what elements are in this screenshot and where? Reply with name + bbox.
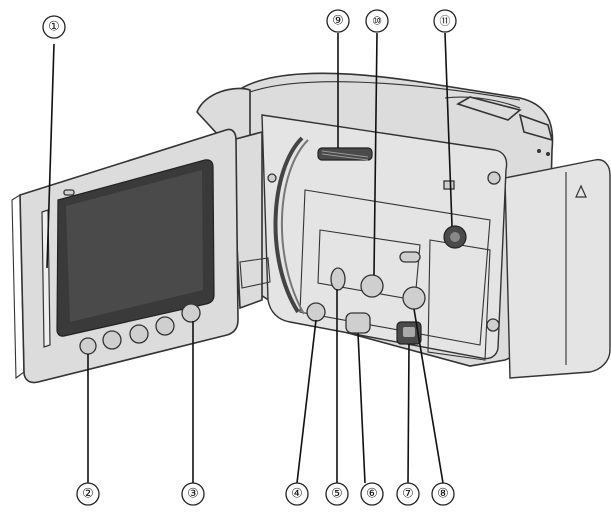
svg-text:⑩: ⑩ bbox=[372, 15, 382, 28]
lcd-button-4[interactable] bbox=[181, 303, 201, 323]
lcd-monitor bbox=[11, 128, 239, 384]
button-10[interactable] bbox=[360, 274, 384, 298]
callout-7: ⑦ bbox=[396, 482, 420, 506]
callout-11: ⑪ bbox=[433, 9, 457, 33]
svg-text:③: ③ bbox=[187, 487, 199, 502]
button-8[interactable] bbox=[402, 286, 426, 310]
button-5[interactable] bbox=[330, 267, 346, 291]
svg-text:⑨: ⑨ bbox=[332, 14, 344, 29]
callout-9: ⑨ bbox=[326, 9, 350, 33]
lcd-button-1[interactable] bbox=[102, 330, 122, 350]
svg-text:②: ② bbox=[82, 487, 94, 502]
callout-1: ① bbox=[42, 15, 66, 39]
svg-text:⑥: ⑥ bbox=[366, 487, 378, 502]
svg-text:①: ① bbox=[48, 20, 60, 35]
callout-6: ⑥ bbox=[360, 482, 384, 506]
button-6[interactable] bbox=[345, 312, 371, 334]
callout-4: ④ bbox=[285, 482, 309, 506]
svg-text:④: ④ bbox=[291, 487, 303, 502]
svg-text:⑦: ⑦ bbox=[402, 487, 414, 502]
lcd-button-3[interactable] bbox=[155, 316, 175, 336]
triangle-mark-icon bbox=[575, 184, 587, 198]
callout-8: ⑧ bbox=[431, 482, 455, 506]
callout-3: ③ bbox=[181, 482, 205, 506]
callout-10: ⑩ bbox=[365, 9, 389, 33]
leader-lines bbox=[46, 32, 453, 484]
callout-5: ⑤ bbox=[325, 482, 349, 506]
svg-text:⑤: ⑤ bbox=[331, 487, 343, 502]
svg-text:⑧: ⑧ bbox=[437, 487, 449, 502]
svg-text:⑪: ⑪ bbox=[440, 15, 451, 28]
lcd-button-2[interactable] bbox=[129, 324, 149, 344]
button-4[interactable] bbox=[306, 302, 326, 322]
camcorder-body bbox=[196, 72, 611, 379]
callout-2: ② bbox=[76, 482, 100, 506]
